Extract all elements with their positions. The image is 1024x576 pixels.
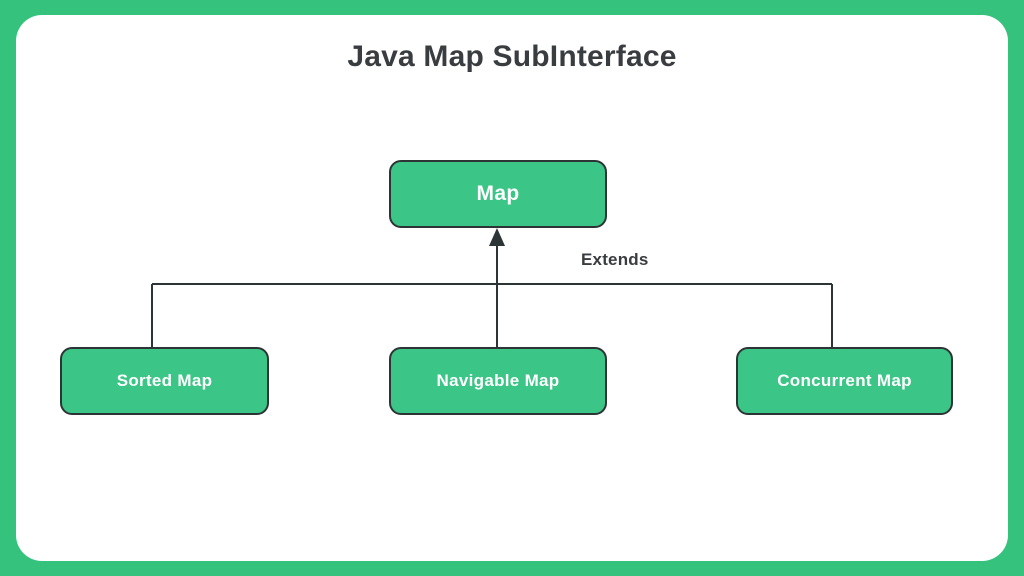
- diagram-card: [16, 15, 1008, 561]
- node-map[interactable]: Map: [389, 160, 607, 228]
- node-navigable-map[interactable]: Navigable Map: [389, 347, 607, 415]
- page-title: Java Map SubInterface: [347, 40, 677, 73]
- node-map-label: Map: [476, 182, 520, 205]
- node-sorted-map[interactable]: Sorted Map: [60, 347, 269, 415]
- node-navigable-map-label: Navigable Map: [436, 371, 560, 390]
- node-sorted-map-label: Sorted Map: [116, 371, 213, 390]
- extends-label: Extends: [581, 250, 649, 269]
- node-concurrent-map-label: Concurrent Map: [777, 371, 912, 390]
- node-concurrent-map[interactable]: Concurrent Map: [736, 347, 953, 415]
